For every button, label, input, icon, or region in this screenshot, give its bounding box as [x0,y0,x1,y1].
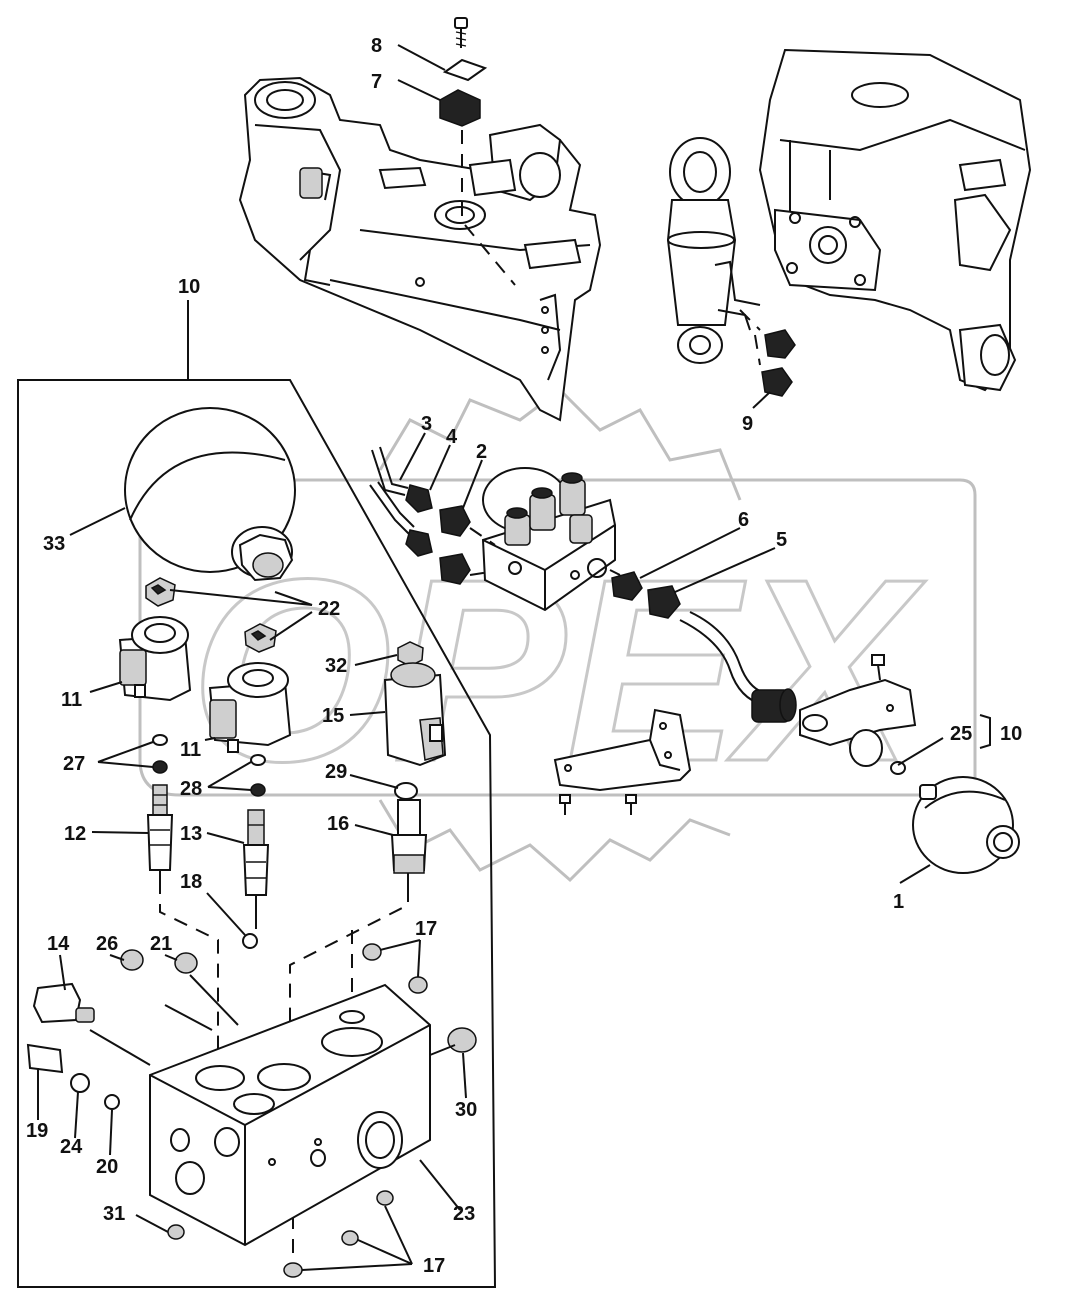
callout-27: 27 [63,753,85,775]
hydraulic-cylinder [666,137,761,366]
callout-3: 3 [421,413,432,435]
callout-6: 6 [738,509,749,531]
callout-11-right: 11 [180,739,201,761]
cartridge-12 [146,784,174,880]
callout-10-right: 10 [1000,723,1022,745]
callout-14: 14 [47,933,70,955]
bracket-angle [799,654,917,775]
callout-29: 29 [325,761,347,783]
callout-5: 5 [776,529,787,551]
gearbox-housing [758,48,1032,392]
accumulator-1 [912,776,1020,874]
callout-18: 18 [180,871,202,893]
callout-19: 19 [26,1120,48,1142]
callout-16: 16 [327,813,349,835]
callout-12: 12 [64,823,86,845]
callout-22: 22 [318,598,340,620]
cartridge-16 [390,799,428,888]
valve-block-23 [149,983,431,1247]
callout-30: 30 [455,1099,477,1121]
callout-17-top: 17 [415,918,437,940]
callout-10-group: 10 [178,276,200,298]
fittings-2 [439,505,496,585]
callout-21: 21 [150,933,172,955]
callout-20: 20 [96,1156,118,1178]
callouts: 8 7 10 9 3 4 2 6 5 33 22 32 11 15 25 10 … [26,35,1022,1277]
callout-31: 31 [103,1203,125,1225]
callout-33: 33 [43,533,65,555]
axle-housing [238,76,602,422]
callout-1: 1 [893,891,904,913]
callout-2: 2 [476,441,487,463]
solenoid-15 [383,641,447,767]
bolt-and-clamp [439,17,516,286]
cartridge-13 [242,809,270,915]
alignment-lines [159,880,409,1262]
callout-9: 9 [742,413,753,435]
callout-25: 25 [950,723,972,745]
callout-15: 15 [322,705,344,727]
hose-connector [679,611,797,723]
leader-lines [37,44,991,1271]
fittings-6-5 [609,569,681,619]
callout-7: 7 [371,71,382,93]
kit-10-outline [17,300,497,1288]
callout-26: 26 [96,933,118,955]
solenoid-11-right [208,662,292,753]
fittings-9 [761,329,796,397]
callout-32: 32 [325,655,347,677]
callout-8: 8 [371,35,382,57]
callout-28: 28 [180,778,202,800]
callout-24: 24 [60,1136,83,1158]
callout-23: 23 [453,1203,475,1225]
callout-13: 13 [180,823,202,845]
callout-11-left: 11 [61,689,82,711]
callout-4: 4 [446,426,458,448]
accumulator-33 [124,407,296,582]
bracket-plate [553,708,692,815]
nut-22 [145,577,277,653]
hoses-3-4 [369,446,433,557]
solenoid-11-left [118,616,192,702]
callout-17-bottom: 17 [423,1255,445,1277]
orings [152,734,418,800]
valve-assembly-center [481,467,616,612]
